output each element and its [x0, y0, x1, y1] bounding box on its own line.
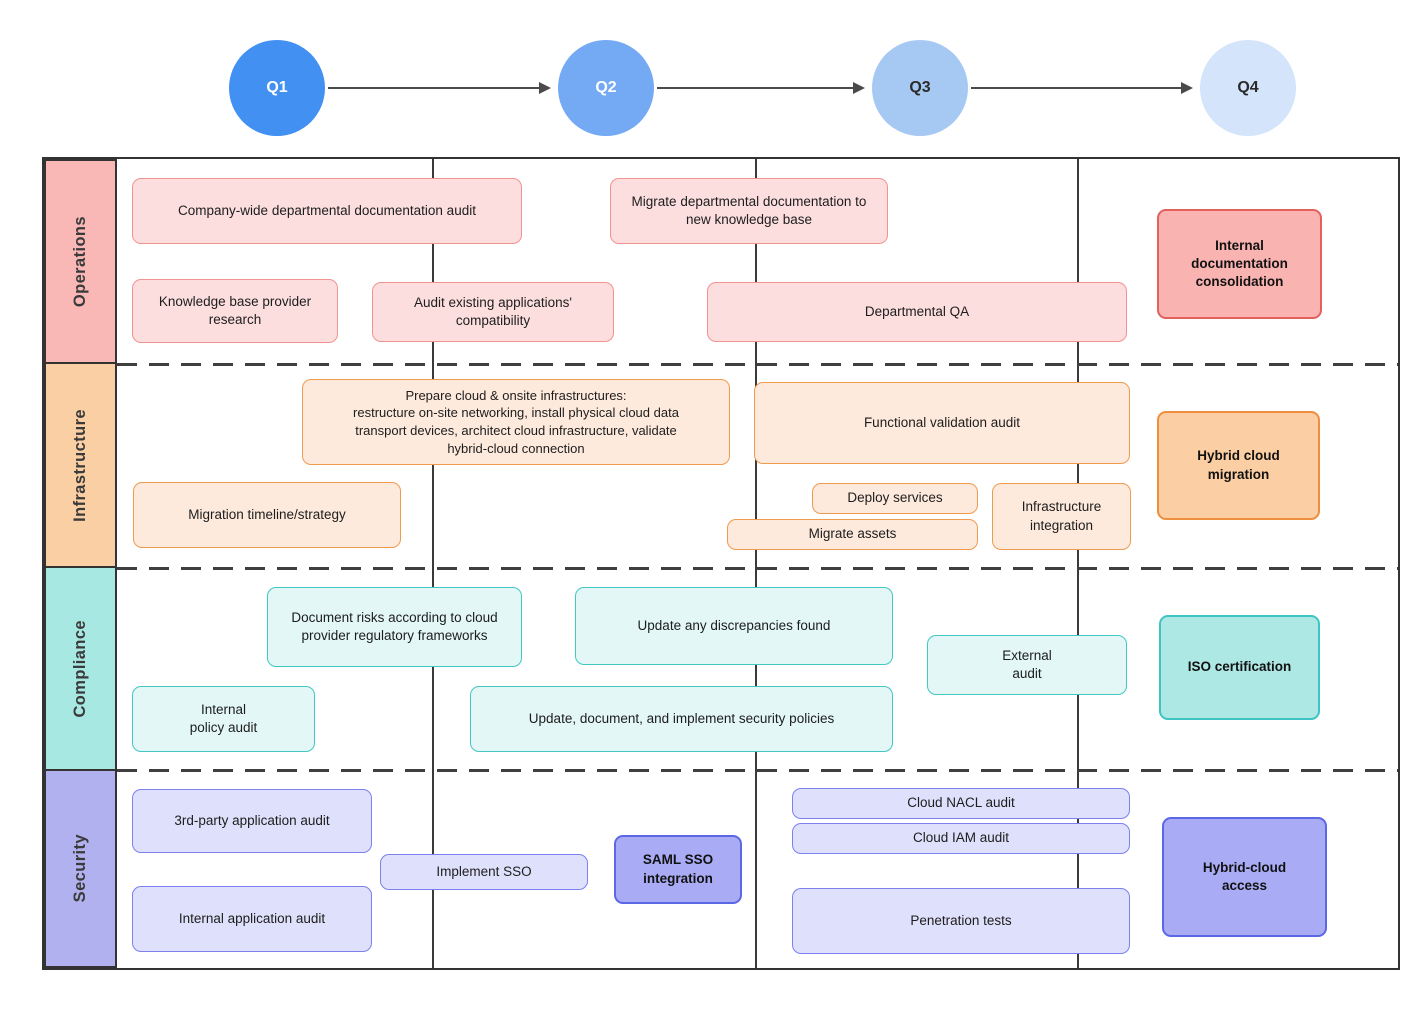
- lane-header-label: Infrastructure: [71, 408, 89, 522]
- lane-separator: [117, 363, 1398, 366]
- lane-separator: [117, 567, 1398, 570]
- milestone-internal-documentation-consolidation: Internal documentation consolidation: [1157, 209, 1322, 319]
- milestone-hybrid-cloud-access: Hybrid-cloud access: [1162, 817, 1327, 937]
- quarter-node-q2: Q2: [558, 40, 654, 136]
- quarter-label: Q1: [266, 79, 288, 96]
- lane-header-compliance: Compliance: [44, 566, 117, 771]
- task-departmental-qa: Departmental QA: [707, 282, 1127, 342]
- task-knowledge-base-provider-research: Knowledge base provider research: [132, 279, 338, 343]
- lane-header-operations: Operations: [44, 159, 117, 364]
- arrow-q2-q3: [657, 82, 865, 94]
- task-migrate-assets: Migrate assets: [727, 519, 978, 550]
- task-internal-policy-audit: Internal policy audit: [132, 686, 315, 752]
- milestone-iso-certification: ISO certification: [1159, 615, 1320, 720]
- lane-header-label: Operations: [71, 215, 89, 308]
- task-migration-timeline-strategy: Migration timeline/strategy: [133, 482, 401, 548]
- divider-q3-q4: [1077, 159, 1079, 968]
- task-update-any-discrepancies-found: Update any discrepancies found: [575, 587, 893, 665]
- task-deploy-services: Deploy services: [812, 483, 978, 514]
- swimlane-table: Operations Infrastructure Compliance Sec…: [42, 157, 1400, 970]
- task-document-risks-cloud-frameworks: Document risks according to cloud provid…: [267, 587, 522, 667]
- lane-header-infrastructure: Infrastructure: [44, 362, 117, 568]
- task-cloud-nacl-audit: Cloud NACL audit: [792, 788, 1130, 819]
- lane-header-label: Security: [71, 834, 89, 903]
- lane-header-label: Compliance: [71, 619, 89, 718]
- task-update-document-implement-security-policies: Update, document, and implement security…: [470, 686, 893, 752]
- arrow-q1-q2: [328, 82, 551, 94]
- quarter-label: Q2: [595, 79, 617, 96]
- quarter-node-q3: Q3: [872, 40, 968, 136]
- quarter-label: Q4: [1237, 79, 1259, 96]
- milestone-hybrid-cloud-migration: Hybrid cloud migration: [1157, 411, 1320, 520]
- task-3rd-party-application-audit: 3rd-party application audit: [132, 789, 372, 853]
- task-internal-application-audit: Internal application audit: [132, 886, 372, 952]
- divider-q1-q2: [432, 159, 434, 968]
- quarter-node-q4: Q4: [1200, 40, 1296, 136]
- task-external-audit: External audit: [927, 635, 1127, 695]
- lane-header-security: Security: [44, 769, 117, 968]
- task-functional-validation-audit: Functional validation audit: [754, 382, 1130, 464]
- task-migrate-departmental-documentation: Migrate departmental documentation to ne…: [610, 178, 888, 244]
- task-audit-existing-applications-compatibility: Audit existing applications' compatibili…: [372, 282, 614, 342]
- divider-q2-q3: [755, 159, 757, 968]
- task-implement-sso: Implement SSO: [380, 854, 588, 890]
- quarter-node-q1: Q1: [229, 40, 325, 136]
- arrow-q3-q4: [971, 82, 1193, 94]
- task-cloud-iam-audit: Cloud IAM audit: [792, 823, 1130, 854]
- task-prepare-cloud-onsite-infrastructures: Prepare cloud & onsite infrastructures: …: [302, 379, 730, 465]
- task-penetration-tests: Penetration tests: [792, 888, 1130, 954]
- task-infrastructure-integration: Infrastructure integration: [992, 483, 1131, 550]
- lane-separator: [117, 769, 1398, 772]
- milestone-saml-sso-integration: SAML SSO integration: [614, 835, 742, 904]
- task-company-wide-documentation-audit: Company-wide departmental documentation …: [132, 178, 522, 244]
- quarter-label: Q3: [909, 79, 931, 96]
